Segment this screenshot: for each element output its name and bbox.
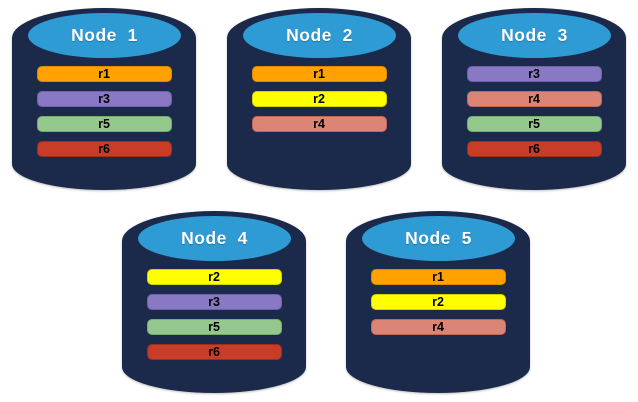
node-title: Node 1 bbox=[71, 24, 138, 45]
cylinder-top-ellipse: Node 3 bbox=[458, 13, 611, 58]
replica-list: r1 r2 r4 bbox=[227, 66, 411, 132]
replica-bar-r6: r6 bbox=[146, 344, 282, 360]
replica-bar-r5: r5 bbox=[36, 116, 172, 132]
replica-list: r1 r2 r4 bbox=[346, 269, 530, 335]
database-node-5: Node 5 r1 r2 r4 bbox=[346, 211, 530, 393]
database-node-4: Node 4 r2 r3 r5 r6 bbox=[122, 211, 306, 393]
replica-bar-r5: r5 bbox=[146, 319, 282, 335]
replica-bar-r2: r2 bbox=[251, 91, 387, 107]
node-row-bottom: Node 4 r2 r3 r5 r6 Node 5 r1 r2 r4 bbox=[122, 211, 530, 393]
database-node-1: Node 1 r1 r3 r5 r6 bbox=[12, 8, 196, 190]
cylinder-top-ellipse: Node 2 bbox=[243, 13, 396, 58]
replica-bar-r4: r4 bbox=[370, 319, 506, 335]
replica-bar-r6: r6 bbox=[36, 141, 172, 157]
replica-bar-r3: r3 bbox=[36, 91, 172, 107]
replica-bar-r2: r2 bbox=[146, 269, 282, 285]
cylinder-top-ellipse: Node 5 bbox=[362, 216, 515, 261]
cylinder-top-ellipse: Node 4 bbox=[138, 216, 291, 261]
database-node-2: Node 2 r1 r2 r4 bbox=[227, 8, 411, 190]
replica-bar-r2: r2 bbox=[370, 294, 506, 310]
replica-bar-r4: r4 bbox=[466, 91, 602, 107]
replica-list: r3 r4 r5 r6 bbox=[442, 66, 626, 157]
replica-bar-r3: r3 bbox=[146, 294, 282, 310]
node-row-top: Node 1 r1 r3 r5 r6 Node 2 r1 r2 r4 Node 3 r3 r4 r5 r6 bbox=[12, 8, 626, 190]
replica-bar-r4: r4 bbox=[251, 116, 387, 132]
database-node-3: Node 3 r3 r4 r5 r6 bbox=[442, 8, 626, 190]
replica-bar-r1: r1 bbox=[370, 269, 506, 285]
node-title: Node 4 bbox=[181, 227, 248, 248]
node-title: Node 2 bbox=[286, 24, 353, 45]
replica-bar-r1: r1 bbox=[251, 66, 387, 82]
replica-bar-r1: r1 bbox=[36, 66, 172, 82]
replica-list: r1 r3 r5 r6 bbox=[12, 66, 196, 157]
replica-bar-r3: r3 bbox=[466, 66, 602, 82]
cylinder-top-ellipse: Node 1 bbox=[28, 13, 181, 58]
replica-list: r2 r3 r5 r6 bbox=[122, 269, 306, 360]
node-title: Node 3 bbox=[501, 24, 568, 45]
node-title: Node 5 bbox=[405, 227, 472, 248]
replica-bar-r6: r6 bbox=[466, 141, 602, 157]
replica-bar-r5: r5 bbox=[466, 116, 602, 132]
